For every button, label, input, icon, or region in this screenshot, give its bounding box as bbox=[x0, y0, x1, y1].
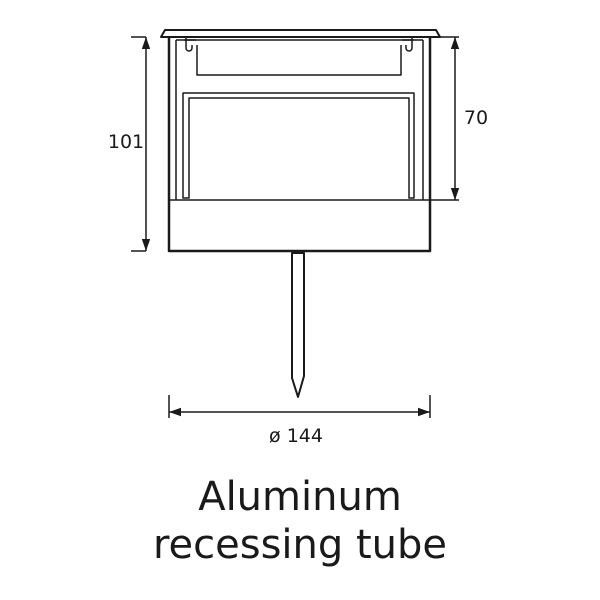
dimension-total-height bbox=[131, 36, 151, 252]
dimension-diameter-label: ø 144 bbox=[269, 425, 323, 447]
dimension-diameter bbox=[168, 395, 431, 418]
dimension-inner-height-label: 70 bbox=[464, 107, 488, 129]
clip-right bbox=[402, 38, 414, 52]
dimension-total-height-label: 101 bbox=[108, 131, 144, 153]
tube-flange bbox=[160, 29, 441, 38]
clip-left bbox=[184, 38, 196, 52]
tube-outer-wall bbox=[167, 37, 432, 253]
caption-title: Aluminum bbox=[198, 474, 402, 520]
caption-subtitle: recessing tube bbox=[152, 522, 448, 568]
dimension-inner-height bbox=[430, 36, 460, 201]
recessing-tube bbox=[160, 29, 441, 253]
tube-top-inner-box bbox=[196, 45, 402, 76]
tube-inner-frame bbox=[182, 92, 415, 199]
ground-stake bbox=[291, 252, 305, 398]
